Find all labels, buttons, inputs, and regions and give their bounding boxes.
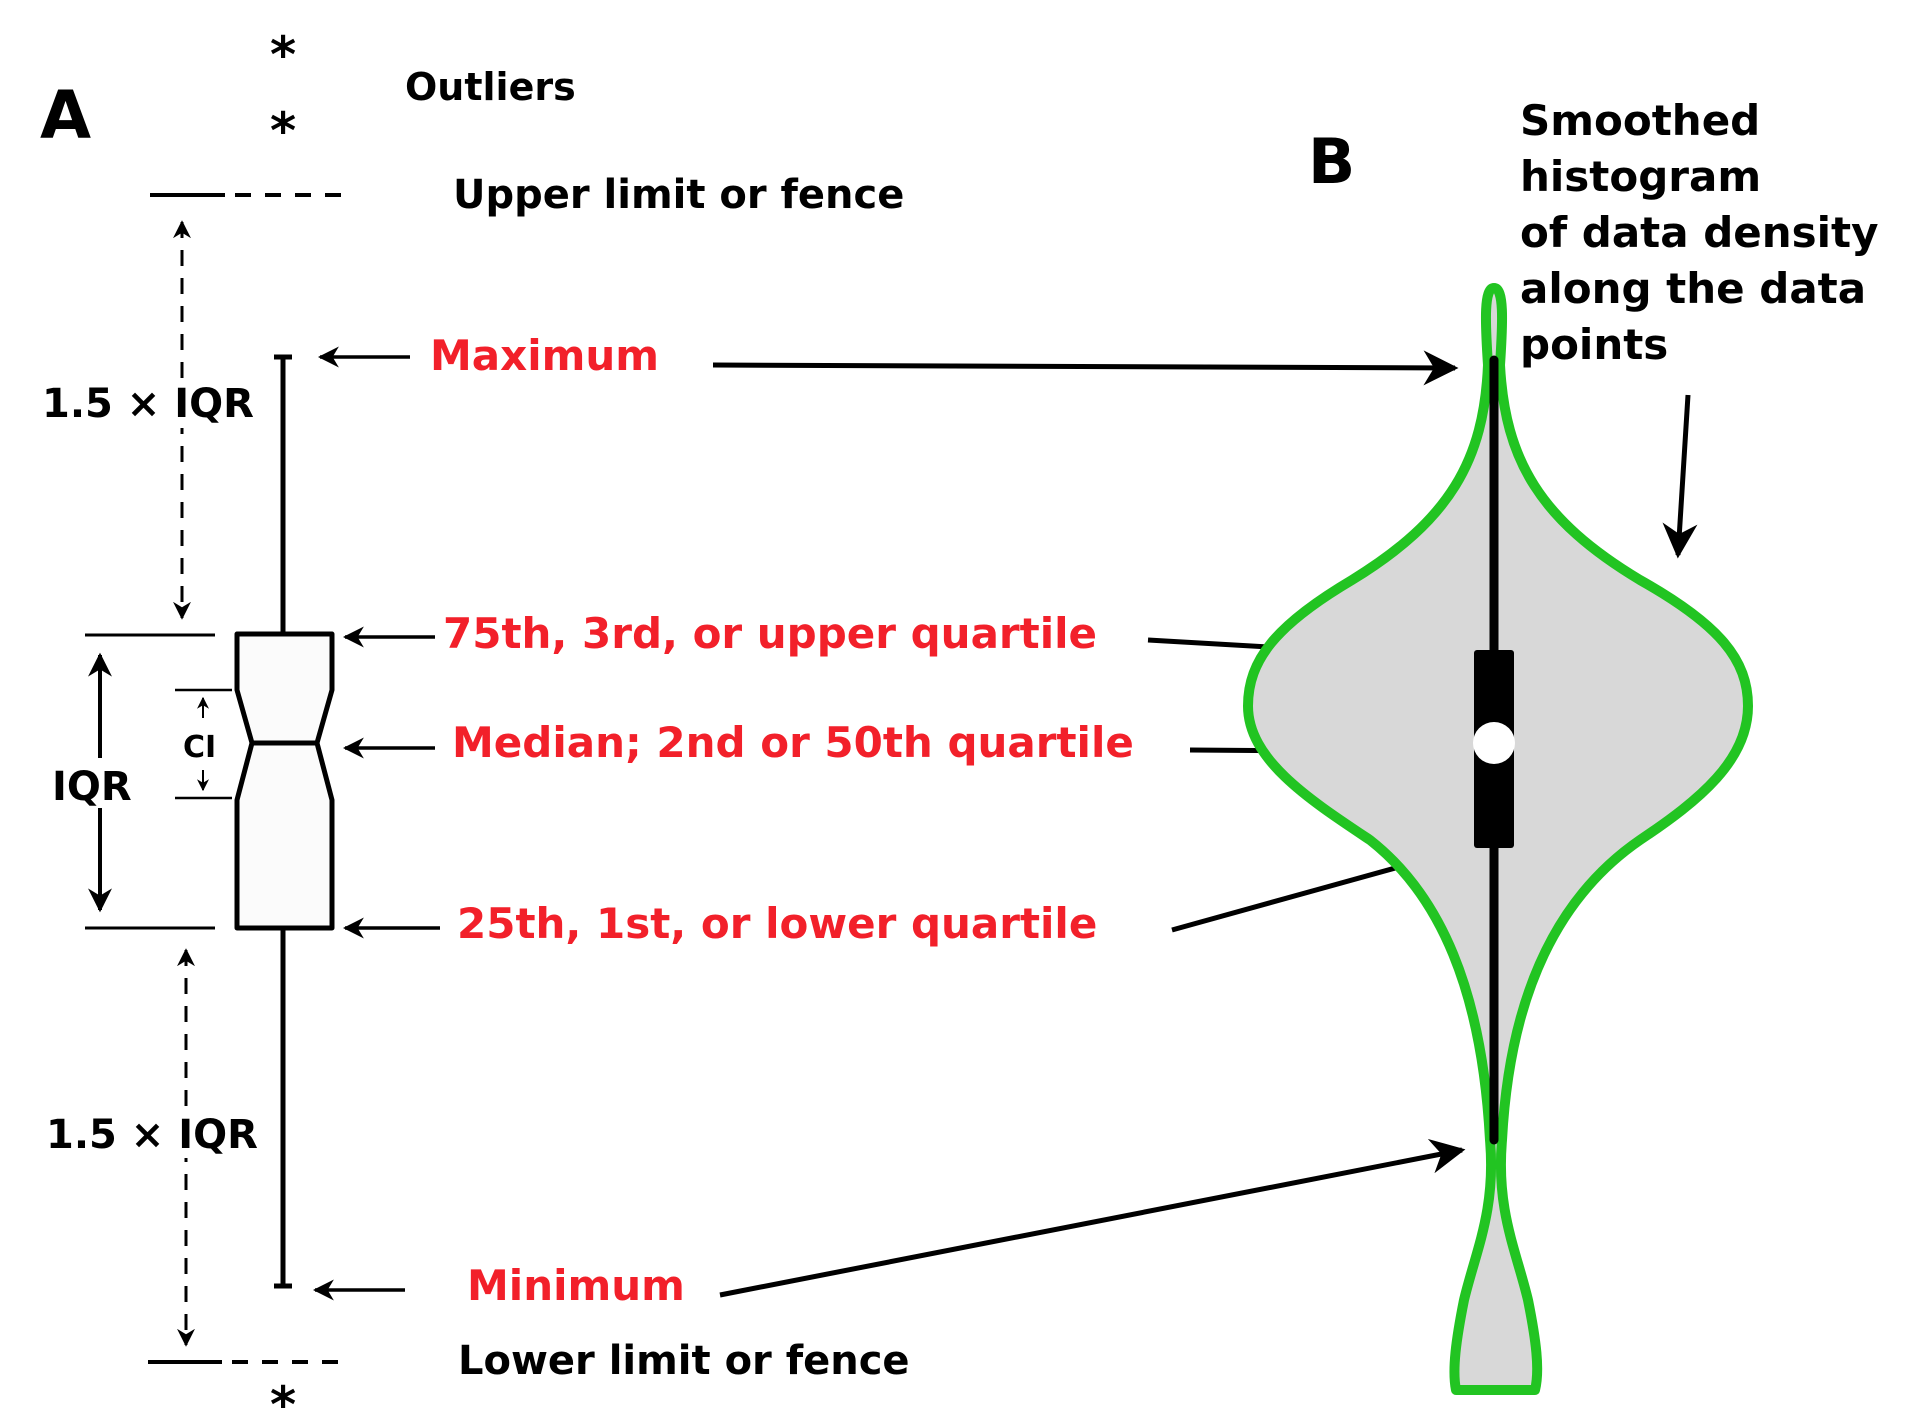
density-pointer-arrow: [1662, 394, 1698, 559]
notched-box: [234, 631, 335, 931]
panel-b-letter: B: [1308, 125, 1355, 198]
density-description-line-1: Smoothed: [1520, 96, 1760, 145]
upper-fence-label: Upper limit or fence: [453, 172, 904, 218]
maximum-label: Maximum: [430, 331, 659, 380]
minimum-label: Minimum: [467, 1261, 685, 1310]
ci-bracket: [175, 688, 232, 800]
density-description-line-4: along the data: [1520, 264, 1866, 313]
upper-iqr-span-label: 1.5 × IQR: [42, 381, 254, 427]
lower-quartile-label: 25th, 1st, or lower quartile: [457, 899, 1097, 948]
violin-median-dot: [1473, 722, 1515, 764]
density-description: Smoothed histogram of data density along…: [1520, 96, 1893, 369]
upper-quartile-label: 75th, 3rd, or upper quartile: [443, 609, 1097, 658]
ci-label: CI: [183, 730, 216, 765]
outliers-label: Outliers: [405, 65, 576, 109]
density-description-line-3: of data density: [1520, 208, 1879, 257]
maximum-to-violin-arrow: [712, 350, 1459, 386]
lower-iqr-span-label: 1.5 × IQR: [46, 1112, 258, 1158]
lower-whisker: [274, 928, 292, 1289]
upper-whisker: [274, 354, 292, 634]
lower-fence-label: Lower limit or fence: [458, 1338, 910, 1384]
density-description-line-2: histogram: [1520, 152, 1761, 201]
median-label: Median; 2nd or 50th quartile: [452, 718, 1134, 767]
outlier-star-bottom: *: [270, 1376, 296, 1422]
minimum-to-violin-arrow: [719, 1138, 1466, 1298]
outlier-star-top-1: *: [270, 26, 296, 84]
outlier-star-top-2: *: [270, 102, 296, 160]
panel-a-letter: A: [40, 77, 91, 154]
density-description-line-5: points: [1520, 320, 1668, 369]
iqr-label: IQR: [52, 764, 132, 810]
